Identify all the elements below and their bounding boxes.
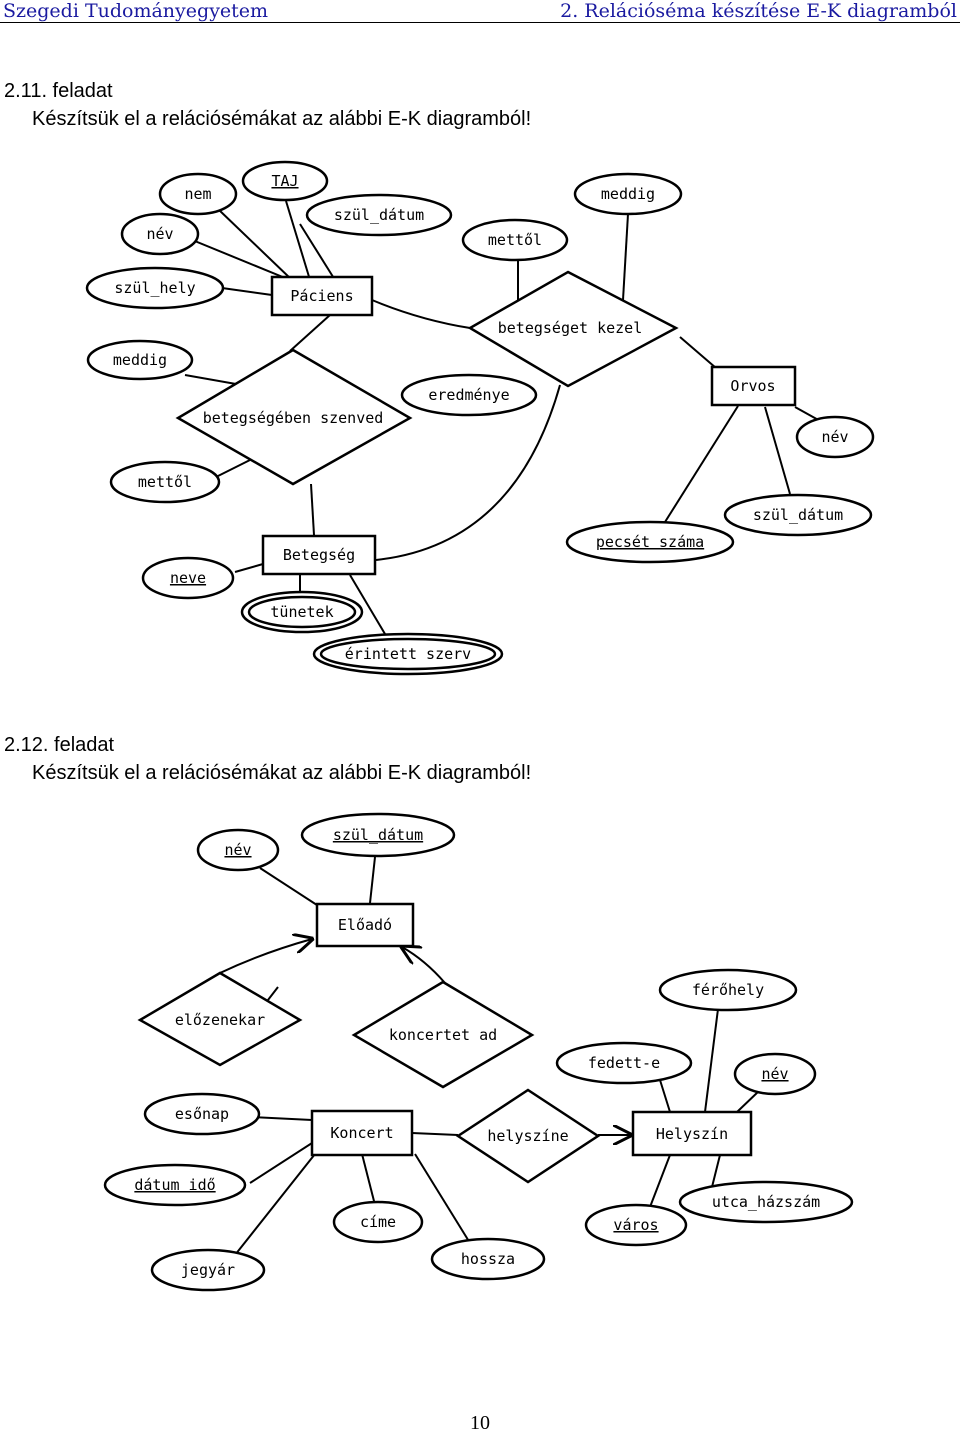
svg-text:név: név (146, 225, 173, 243)
relationship-betegseget-kezel: betegséget kezel (467, 270, 679, 388)
attribute-cime: címe (332, 1200, 424, 1244)
svg-text:Betegség: Betegség (283, 546, 355, 564)
svg-text:előzenekar: előzenekar (175, 1011, 265, 1029)
svg-text:érintett szerv: érintett szerv (345, 645, 471, 663)
attribute-nev-eloado: név (196, 828, 280, 872)
attribute-erintett-szerv: érintett szerv (312, 632, 504, 676)
attribute-hossza: hossza (430, 1237, 546, 1281)
attribute-mettol-szenved: mettől (109, 460, 221, 504)
task-2-12-number: 2.12. feladat (4, 734, 115, 756)
svg-text:meddig: meddig (601, 185, 655, 203)
entity-helyszin: Helyszín (631, 1110, 753, 1157)
entity-paciens: Páciens (270, 275, 374, 317)
attribute-meddig-kezel: meddig (573, 172, 683, 216)
svg-text:TAJ: TAJ (271, 172, 298, 190)
svg-text:címe: címe (360, 1213, 396, 1231)
svg-text:tünetek: tünetek (270, 603, 333, 621)
svg-text:utca_házszám: utca_házszám (712, 1193, 820, 1211)
svg-text:férőhely: férőhely (692, 981, 764, 999)
task-2-12-instruction: Készítsük el a relációsémákat az alábbi … (32, 762, 532, 784)
entity-betegseg: Betegség (261, 534, 377, 576)
svg-text:pecsét száma: pecsét száma (596, 533, 704, 551)
svg-text:hossza: hossza (461, 1250, 515, 1268)
svg-text:fedett-e: fedett-e (588, 1054, 660, 1072)
svg-text:Előadó: Előadó (338, 916, 392, 934)
attribute-nem: nem (158, 172, 238, 216)
svg-text:szül_dátum: szül_dátum (753, 506, 843, 524)
svg-text:neve: neve (170, 569, 206, 587)
svg-text:Orvos: Orvos (730, 377, 775, 395)
page-header: Szegedi Tudományegyetem 2. Relációséma k… (0, 0, 960, 23)
relationship-betegseben-szenved: betegségében szenved (175, 348, 413, 486)
svg-text:név: név (761, 1065, 788, 1083)
svg-text:mettől: mettől (488, 231, 542, 249)
svg-text:mettől: mettől (138, 473, 192, 491)
svg-text:betegséget kezel: betegséget kezel (498, 319, 643, 337)
attribute-szul-hely: szül_hely (85, 266, 225, 310)
header-university: Szegedi Tudományegyetem (3, 0, 269, 22)
svg-text:koncertet ad: koncertet ad (389, 1026, 497, 1044)
attribute-taj: TAJ (241, 160, 329, 202)
attribute-jegyar: jegyár (150, 1248, 266, 1292)
attribute-mettol-kezel: mettől (461, 218, 569, 262)
er-diagram-2-11: név nem TAJ szül_dátum szül_hely Páciens… (85, 160, 875, 676)
header-chapter: 2. Relációséma készítése E-K diagramból (560, 0, 957, 22)
attribute-meddig-szenved: meddig (86, 339, 194, 381)
attribute-szul-datum-paciens: szül_dátum (305, 193, 453, 237)
attribute-datum-ido: dátum idő (103, 1163, 247, 1207)
attribute-varos: város (584, 1203, 688, 1247)
attribute-neve-betegseg: neve (141, 556, 235, 600)
page-number: 10 (470, 1412, 490, 1434)
svg-text:betegségében szenved: betegségében szenved (203, 409, 384, 427)
entity-koncert: Koncert (310, 1109, 414, 1157)
svg-text:esőnap: esőnap (175, 1105, 229, 1123)
svg-text:jegyár: jegyár (181, 1261, 235, 1279)
svg-text:meddig: meddig (113, 351, 167, 369)
attribute-ferohely: férőhely (658, 968, 798, 1012)
svg-text:szül_hely: szül_hely (114, 279, 195, 297)
svg-text:név: név (224, 841, 251, 859)
attribute-fedett-e: fedett-e (555, 1041, 693, 1085)
svg-text:dátum idő: dátum idő (134, 1176, 215, 1194)
entity-orvos: Orvos (710, 365, 797, 407)
task-2-11-number: 2.11. feladat (4, 80, 113, 102)
attribute-utca-hazszam: utca_házszám (678, 1180, 854, 1224)
svg-text:szül_dátum: szül_dátum (334, 206, 424, 224)
relationship-koncertet-ad: koncertet ad (351, 980, 535, 1089)
attribute-nev-helyszin: név (733, 1052, 817, 1096)
svg-text:név: név (821, 428, 848, 446)
svg-text:nem: nem (184, 185, 211, 203)
attribute-nev-orvos: név (795, 415, 875, 459)
svg-text:Páciens: Páciens (290, 287, 353, 305)
entity-eloado: Előadó (315, 902, 415, 948)
attribute-szul-datum-orvos: szül_dátum (723, 493, 873, 537)
attribute-szul-datum-eloado: szül_dátum (300, 812, 456, 858)
svg-text:Helyszín: Helyszín (656, 1125, 728, 1143)
attribute-eredmenye: eredménye (400, 373, 538, 417)
svg-text:város: város (613, 1216, 658, 1234)
relationship-helyszine: helyszíne (455, 1088, 601, 1184)
attribute-nev-paciens: név (120, 212, 200, 256)
svg-text:szül_dátum: szül_dátum (333, 826, 423, 844)
er-diagram-2-12: név szül_dátum Előadó előzenekar koncert… (103, 812, 854, 1292)
task-2-11-instruction: Készítsük el a relációsémákat az alábbi … (32, 108, 532, 130)
svg-text:Koncert: Koncert (330, 1124, 393, 1142)
svg-text:eredménye: eredménye (428, 386, 509, 404)
attribute-tunetek: tünetek (240, 590, 364, 634)
attribute-pecset-szama: pecsét száma (565, 520, 735, 564)
svg-text:helyszíne: helyszíne (487, 1127, 568, 1145)
relationship-elozenekar: előzenekar (137, 971, 303, 1067)
attribute-esonap: esőnap (143, 1092, 261, 1136)
